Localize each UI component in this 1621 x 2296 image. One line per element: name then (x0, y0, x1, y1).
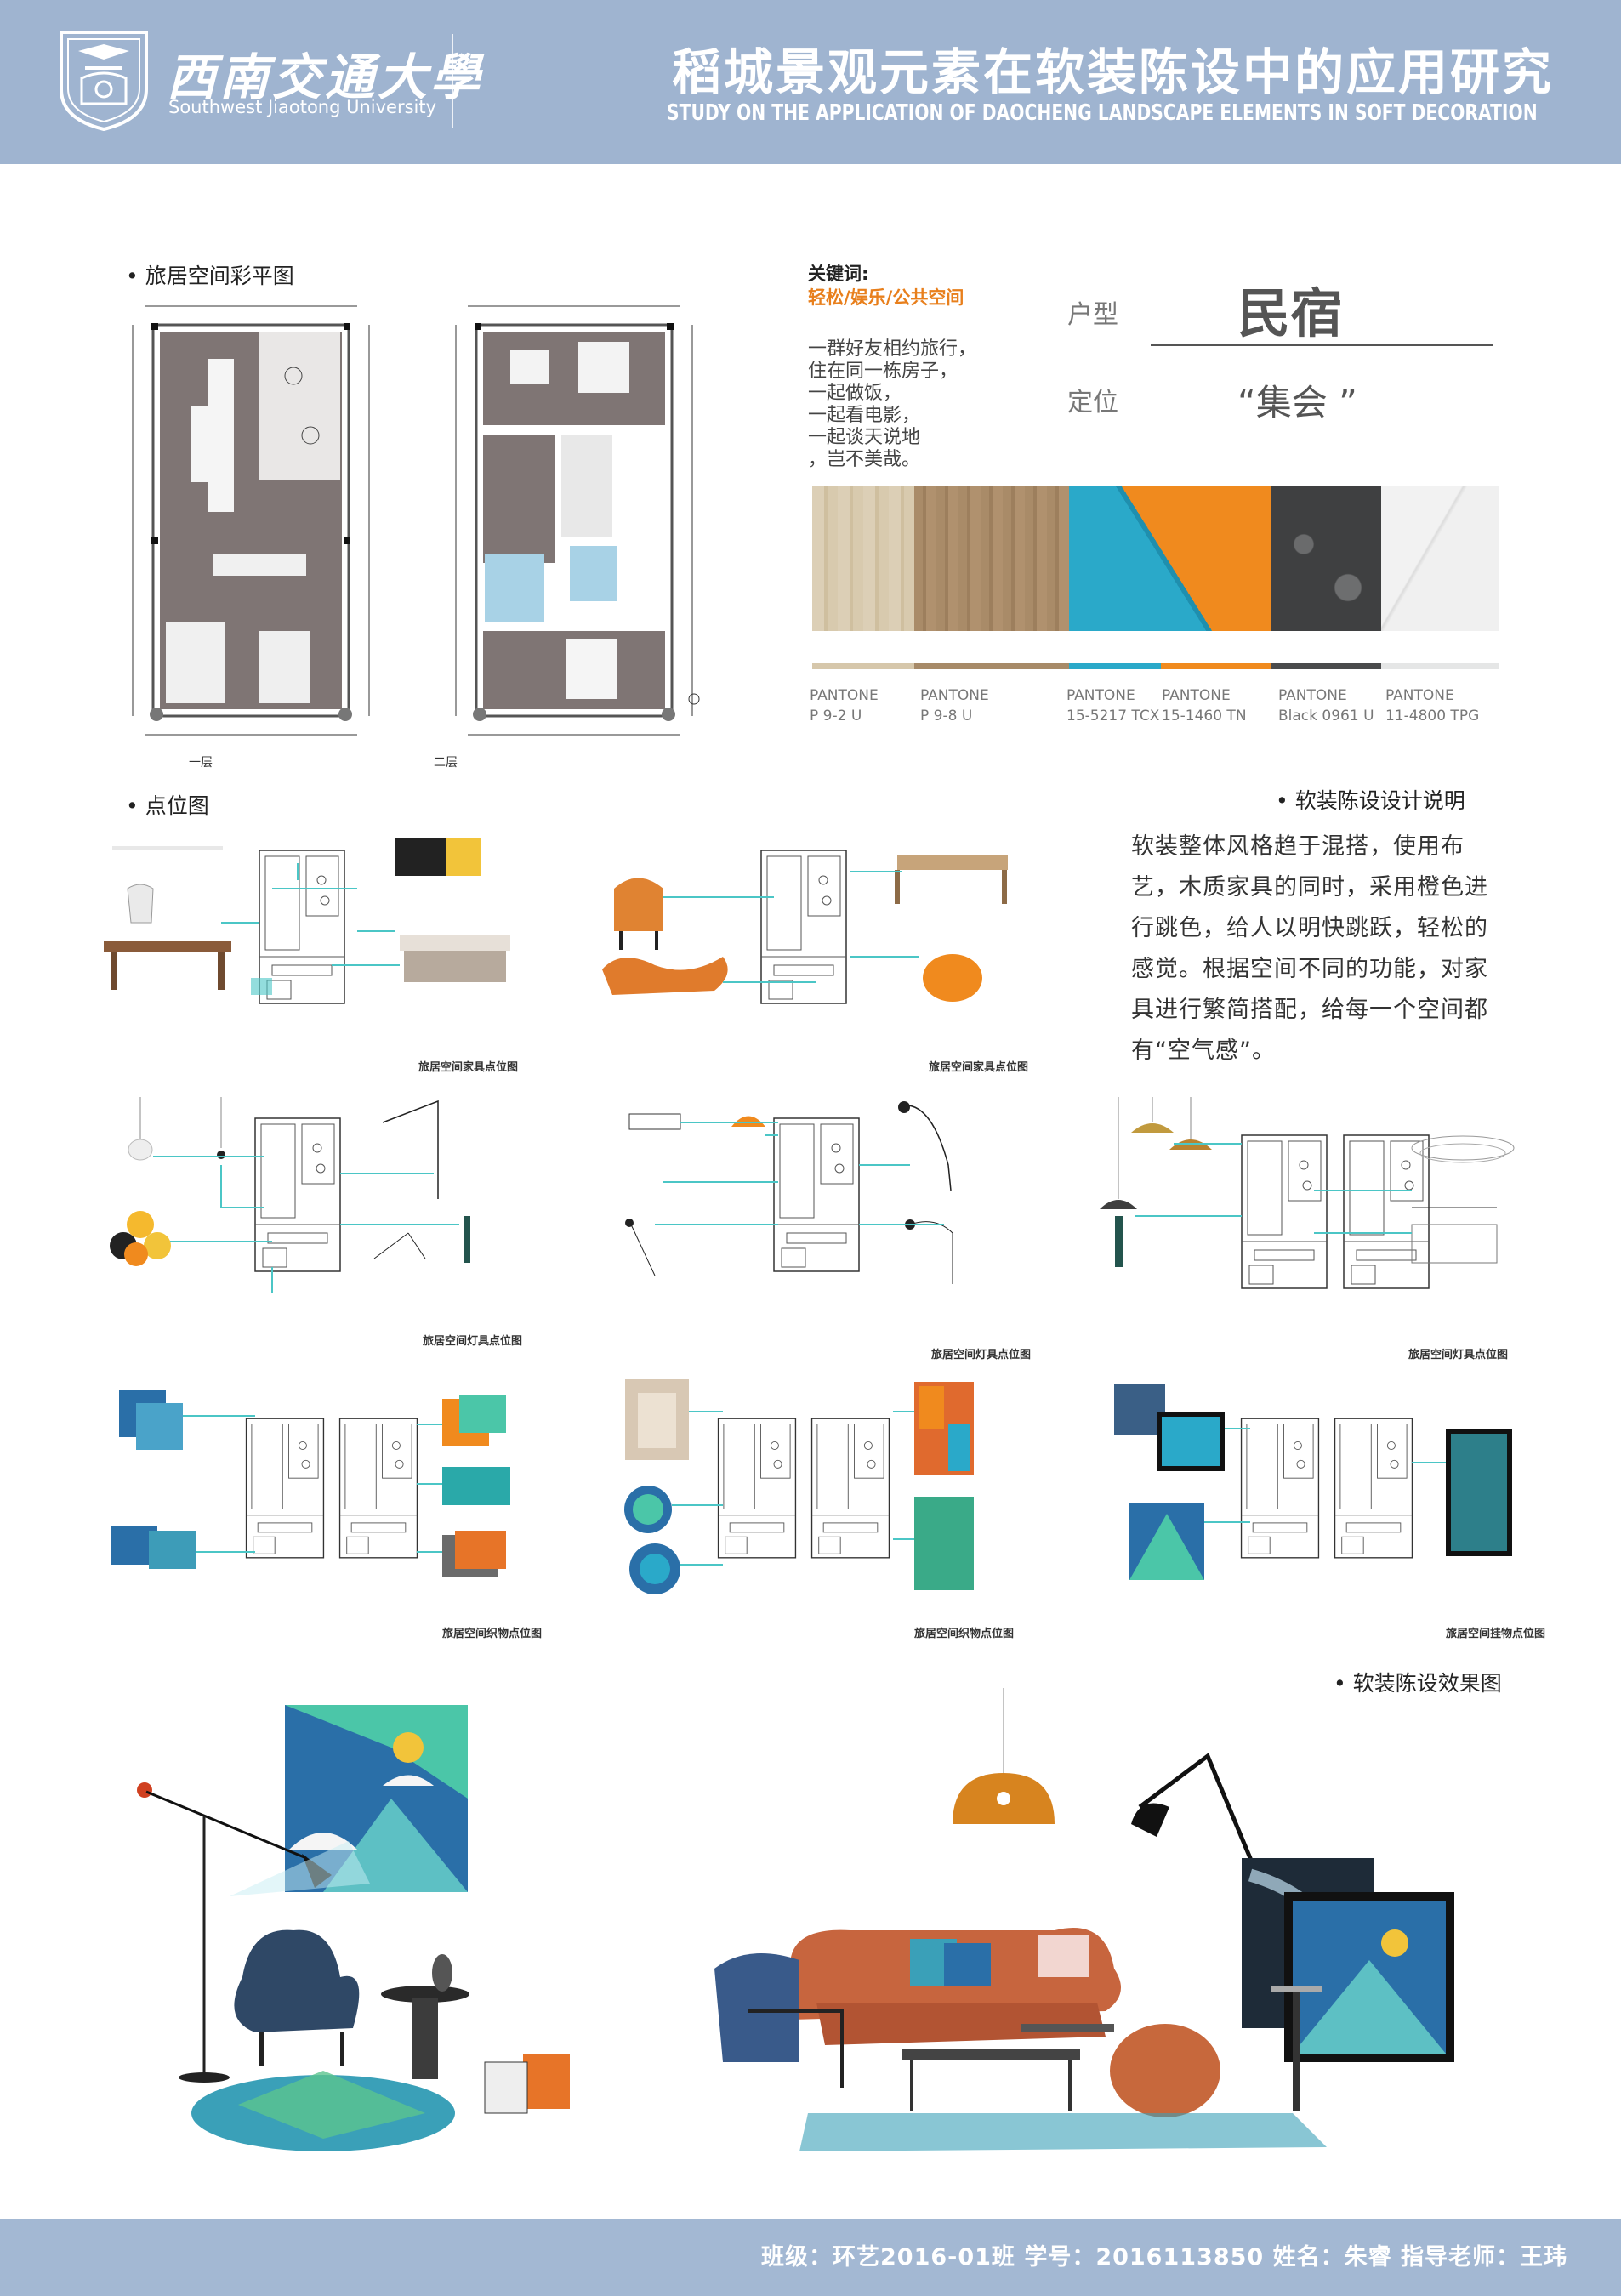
lighting-point-map-1 (110, 1097, 470, 1293)
furniture-point-map-2 (602, 850, 1008, 1004)
plan-level-1-label: 一层 (189, 756, 213, 770)
point-section-heading: • 点位图 (126, 793, 209, 818)
lighting-point-map-2 (625, 1101, 953, 1284)
unit-type-label: 户型 (1067, 300, 1118, 330)
story-line: 一起做饭， (808, 383, 902, 404)
palette-strip (914, 663, 1069, 669)
footer-bar (0, 2219, 1621, 2296)
caption-lighting-3: 旅居空间灯具点位图 (1408, 1349, 1509, 1361)
swatch-dark-wood (914, 486, 1069, 631)
palette-strip (1271, 663, 1381, 669)
caption-furniture-1: 旅居空间家具点位图 (418, 1061, 519, 1074)
caption-lighting-2: 旅居空间灯具点位图 (931, 1349, 1032, 1361)
furniture-point-map-1 (104, 838, 510, 1004)
swatch-white-marble (1381, 486, 1499, 631)
university-name-cn: 西南交通大學 (167, 48, 484, 106)
swatch-black-marble (1271, 486, 1381, 631)
story-line: 一起谈天说地 (808, 427, 921, 448)
positioning-value: “集会 ” (1237, 382, 1357, 423)
story-line: ，岂不美哉。 (808, 449, 921, 470)
caption-fabric-1: 旅居空间织物点位图 (442, 1628, 543, 1640)
lighting-point-map-3 (1100, 1097, 1515, 1289)
hanging-point-map-1 (1114, 1384, 1512, 1580)
poster-title-cn: 稻城景观元素在软装陈设中的应用研究 (672, 43, 1555, 101)
positioning-label: 定位 (1067, 388, 1118, 418)
fabric-point-map-1 (111, 1390, 510, 1577)
footer-author-info: 班级：环艺2016-01班 学号：2016113850 姓名：朱睿 指导老师：王… (761, 2244, 1567, 2270)
caption-furniture-2: 旅居空间家具点位图 (929, 1061, 1029, 1074)
caption-fabric-2: 旅居空间织物点位图 (914, 1628, 1015, 1640)
unit-type-underline (1151, 344, 1493, 346)
floor-plan-level-1 (132, 305, 370, 736)
story-line: 住在同一栋房子， (808, 361, 958, 382)
plan-section-heading: • 旅居空间彩平图 (126, 264, 294, 288)
story-line: 一群好友相约旅行， (808, 338, 977, 360)
caption-hanging-1: 旅居空间挂物点位图 (1446, 1628, 1546, 1640)
story-line: 一起看电影， (808, 405, 921, 426)
university-name-en: Southwest Jiaotong University (168, 97, 437, 117)
swatch-light-wood (812, 486, 914, 631)
palette-strip (812, 663, 914, 669)
floor-plan-level-2 (455, 305, 700, 736)
fabric-point-map-2 (624, 1379, 974, 1594)
description-body: 软装整体风格趋于混搭，使用布艺，木质家具的同时，采用橙色进行跳色，给人以明快跳跃… (1131, 833, 1488, 1064)
palette-strip (1161, 663, 1271, 669)
description-heading: • 软装陈设设计说明 (1276, 788, 1465, 813)
swatch-cyan-orange-fabric (1069, 486, 1271, 631)
keywords-text: 轻松/娱乐/公共空间 (808, 287, 964, 308)
palette-strip (1381, 663, 1499, 669)
poster-title-en: STUDY ON THE APPLICATION OF DAOCHENG LAN… (667, 100, 1538, 126)
effect-render-lounge (137, 1705, 570, 2151)
effect-section-heading: • 软装陈设效果图 (1334, 1671, 1502, 1696)
caption-lighting-1: 旅居空间灯具点位图 (423, 1335, 523, 1348)
effect-render-living-room (714, 1688, 1454, 2151)
header-bar (0, 0, 1621, 164)
unit-type-value: 民宿 (1237, 282, 1344, 344)
plan-level-2-label: 二层 (434, 756, 458, 770)
keywords-title: 关键词: (808, 264, 869, 284)
palette-strip (1069, 663, 1161, 669)
header-divider (452, 34, 453, 128)
university-emblem-icon (60, 31, 148, 132)
